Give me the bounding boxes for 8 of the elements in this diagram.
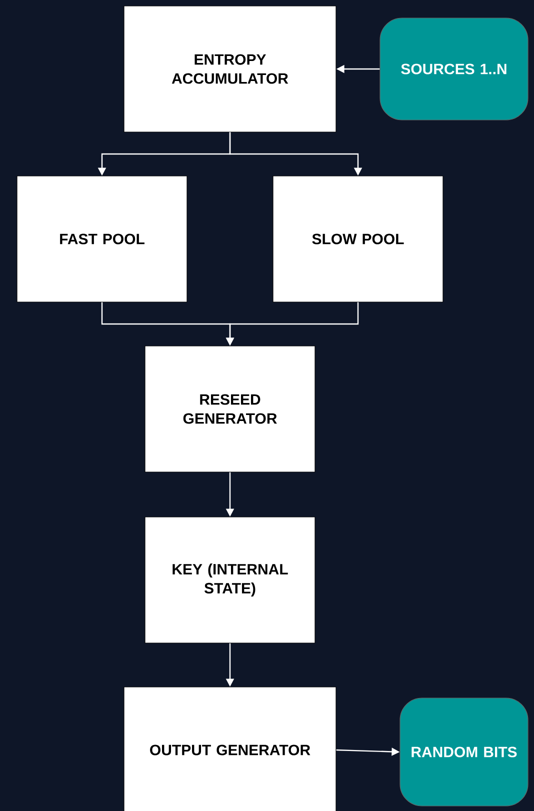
- process-box: KEY (INTERNAL STATE): [144, 516, 316, 644]
- terminal-box: RANDOM BITS: [400, 698, 528, 806]
- process-box: OUTPUT GENERATOR: [124, 686, 336, 811]
- terminal-box: SOURCES 1..N: [380, 18, 528, 120]
- process-box: RESEED GENERATOR: [144, 346, 316, 472]
- process-box: ENTROPY ACCUMULATOR: [124, 6, 336, 132]
- process-box: SLOW POOL: [272, 176, 444, 302]
- process-box: FAST POOL: [16, 176, 188, 302]
